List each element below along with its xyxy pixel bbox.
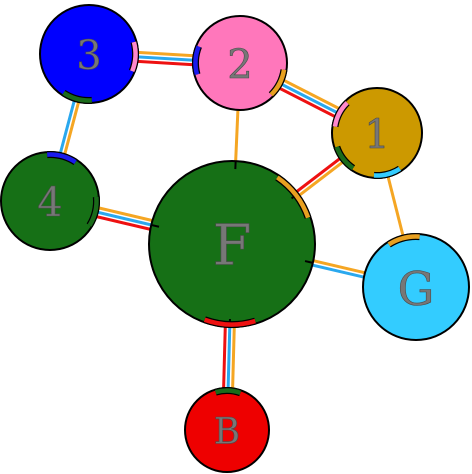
node-3-label: 3 [76, 33, 101, 79]
node-2-label: 2 [227, 42, 252, 88]
node-b-label: B [214, 412, 240, 453]
port-mark-f-to-1 [275, 175, 311, 219]
port-mark-g-to-1 [387, 234, 420, 247]
port-mark-3-to-2 [130, 41, 138, 73]
labels-layer: 3 2 1 4F G B [37, 33, 435, 453]
port-tick [150, 223, 160, 228]
port-mark-4-to-3 [47, 152, 77, 165]
port-marks-layer [46, 41, 420, 397]
port-mark-f-to-b [203, 317, 256, 327]
node-f-label: F [213, 214, 252, 279]
port-mark-4-to-f [87, 196, 99, 227]
port-mark-1-to-g [373, 166, 402, 178]
port-tick [304, 260, 314, 264]
node-1-label: 1 [364, 112, 389, 158]
port-mark-3-to-4 [62, 90, 92, 103]
node-4-label: 4 [37, 180, 62, 226]
port-mark-2-to-3 [193, 45, 201, 76]
port-mark-2-to-1 [269, 69, 287, 97]
port-mark-1-to-2 [332, 101, 349, 127]
port-mark-b-to-f [214, 388, 242, 396]
port-mark-1-to-f [334, 146, 355, 170]
node-g-label: G [398, 262, 435, 316]
